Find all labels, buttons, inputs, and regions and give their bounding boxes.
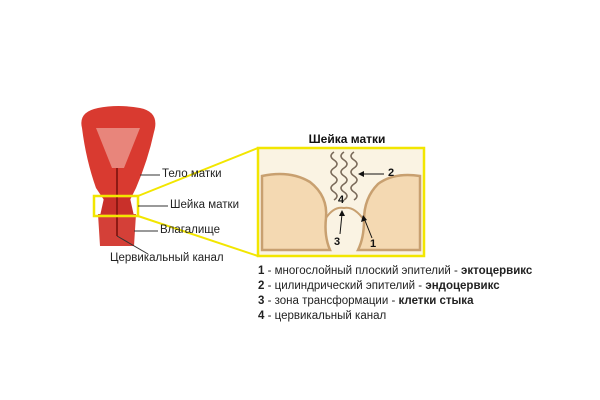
legend-sep: -	[415, 280, 426, 292]
tissue-right	[355, 173, 422, 252]
label-cervical-canal: Цервикальный канал	[110, 252, 224, 264]
marker-4: 4	[338, 194, 345, 206]
tissue-left	[260, 172, 332, 252]
legend-sep: -	[450, 265, 462, 277]
marker-3: 3	[334, 236, 341, 248]
uterus-cavity	[96, 128, 140, 168]
legend-num: 4	[258, 310, 265, 322]
cervix-detail-panel	[256, 146, 426, 258]
detail-title: Шейка матки	[308, 132, 386, 146]
legend-text: зона трансформации	[274, 295, 389, 307]
connector-bottom	[137, 215, 259, 257]
legend-num: 1	[258, 265, 265, 277]
arrow-2-head	[358, 171, 364, 177]
legend-bold: эктоцервикс	[461, 265, 533, 277]
marker-2: 2	[388, 167, 395, 179]
marker-1: 1	[370, 238, 377, 250]
label-vagina: Влагалище	[160, 224, 220, 236]
arrow-1	[363, 217, 373, 239]
canal-cavity	[325, 206, 365, 221]
label-cervix: Шейка матки	[170, 199, 240, 211]
connector-top	[137, 147, 259, 197]
label-uterus-body: Тело матки	[162, 168, 222, 180]
leader-canal	[116, 235, 149, 255]
legend-bold: эндоцервикс	[425, 280, 500, 292]
arrow-3	[339, 213, 343, 235]
arrow-3-head	[339, 210, 345, 216]
arrow-1-head	[361, 215, 367, 222]
uterus-illustration	[81, 106, 156, 246]
columnar-epithelium	[330, 151, 358, 201]
legend-sep: -	[264, 265, 275, 277]
legend-row: 3 - зона трансформации - клетки стыка	[258, 294, 532, 309]
legend-text: цервикальный канал	[274, 310, 387, 322]
legend: 1 - многослойный плоский эпителий - экто…	[258, 264, 532, 324]
legend-text: цилиндрический эпителий	[274, 280, 416, 292]
legend-num: 2	[258, 280, 265, 292]
legend-num: 3	[258, 295, 265, 307]
legend-sep: -	[264, 310, 275, 322]
legend-bold: клетки стыка	[398, 295, 474, 307]
legend-sep: -	[264, 295, 275, 307]
legend-sep: -	[264, 280, 275, 292]
legend-sep: -	[388, 295, 399, 307]
legend-row: 2 - цилиндрический эпителий - эндоцервик…	[258, 279, 532, 294]
legend-text: многослойный плоский эпителий	[274, 265, 451, 277]
legend-row: 1 - многослойный плоский эпителий - экто…	[258, 264, 532, 279]
legend-row: 4 - цервикальный канал	[258, 309, 532, 324]
